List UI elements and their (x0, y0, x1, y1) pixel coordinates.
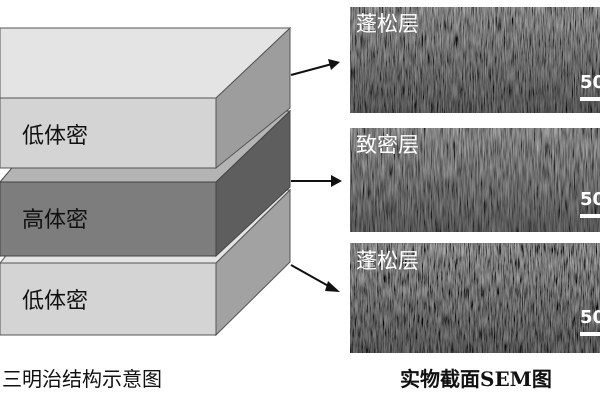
layer-top-label: 低体密 (22, 124, 88, 149)
sem-panel-1-label: 蓬松层 (356, 12, 419, 36)
sem-panel-2-scale-bar (580, 214, 600, 218)
arrow-top (290, 59, 340, 76)
arrow-bottom (290, 264, 340, 292)
sem-panel-3-scale-text: 50 (580, 307, 600, 328)
sem-panel-1: 蓬松层 50 (350, 7, 600, 113)
layer-bottom-front (0, 262, 217, 336)
sem-panel-3: 蓬松层 50 (350, 243, 600, 353)
sem-panel-3-scale-bar (580, 332, 600, 336)
layer-middle-front (0, 181, 217, 257)
arrow-middle (291, 175, 342, 187)
layer-bottom-label: 低体密 (22, 289, 88, 314)
sem-panel-2-label: 致密层 (356, 133, 419, 157)
arrows (290, 59, 342, 292)
sem-panel-3-label: 蓬松层 (356, 249, 419, 273)
layer-middle-label: 高体密 (22, 208, 88, 233)
caption-sandwich-structure: 三明治结构示意图 (2, 367, 162, 391)
layer-top-top (0, 27, 292, 99)
layer-top: 低体密 (0, 26, 292, 170)
sem-panel-2: 致密层 50 (350, 128, 600, 232)
sem-panel-1-scale-bar (580, 97, 600, 101)
caption-sem-cross-section: 实物截面SEM图 (400, 367, 552, 391)
sem-panel-1-scale-text: 50 (580, 72, 600, 93)
sem-panel-2-scale-text: 50 (580, 189, 600, 210)
